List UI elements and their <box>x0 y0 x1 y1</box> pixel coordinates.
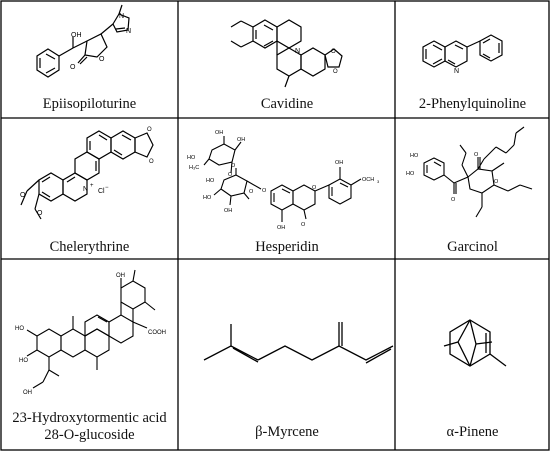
atom-label: OCH <box>362 177 374 183</box>
cell-garcinol: HO HO O O O Garcinol <box>396 119 549 259</box>
structure-beta-myrcene <box>203 322 394 364</box>
atom-label: HO <box>406 171 415 177</box>
atom-label: OH <box>237 137 245 143</box>
atom-label: HO <box>19 358 28 364</box>
compound-name: Garcinol <box>447 239 498 255</box>
atom-label: O <box>451 197 456 203</box>
atom-label: OH <box>335 160 343 166</box>
atom-label: O <box>262 188 267 194</box>
atom-label: OH <box>71 32 82 39</box>
structure-alpha-pinene <box>443 319 507 367</box>
compound-name-line1: 23-Hydroxytormentic acid <box>12 410 167 426</box>
cell-chelerythrine: O O O O N + Cl − Chelerythrine <box>1 119 178 259</box>
atom-label: N <box>295 48 300 55</box>
atom-label: O <box>333 69 338 75</box>
atom-label: OH <box>224 208 232 214</box>
atom-label: O <box>70 64 76 71</box>
compound-name: Cavidine <box>260 96 314 112</box>
atom-label: O <box>494 179 499 185</box>
atom-label: O <box>37 210 43 217</box>
structure-23-hydroxytormentic-acid: OH COOH HO HO OH <box>15 269 166 396</box>
atom-label: O <box>228 172 233 178</box>
atom-label: COOH <box>148 330 166 336</box>
compound-name: α-Pinene <box>446 424 499 440</box>
atom-label: O <box>99 56 105 63</box>
cell-hesperidin: OH OH HO H₃C O O HO HO OH O O O O OH OH … <box>179 119 395 259</box>
atom-label: Cl <box>98 188 105 195</box>
atom-label: O <box>301 222 306 228</box>
atom-label: O <box>249 189 254 195</box>
structure-hesperidin: OH OH HO H₃C O O HO HO OH O O O O OH OH … <box>187 130 380 231</box>
atom-label: N <box>126 28 131 35</box>
atom-label: N <box>119 13 124 20</box>
atom-label: OH <box>277 225 285 231</box>
atom-label: H₃C <box>189 165 199 171</box>
atom-label: OH <box>23 390 32 396</box>
cell-alpha-pinene: α-Pinene <box>396 260 549 450</box>
cell-2-phenylquinoline: N 2-Phenylquinoline <box>396 1 549 118</box>
charge-label: + <box>90 183 94 189</box>
compound-name: Chelerythrine <box>49 239 130 255</box>
cell-23-hydroxytormentic-acid: OH COOH HO HO OH 23-Hydroxytormentic aci… <box>1 260 178 450</box>
charge-label: − <box>105 185 109 191</box>
atom-label: O <box>331 49 336 55</box>
atom-label: OH <box>116 273 125 279</box>
structure-2-phenylquinoline: N <box>422 34 503 75</box>
atom-label: O <box>231 163 236 169</box>
cell-cavidine: N O O Cavidine <box>179 1 395 118</box>
compound-name: Epiisopiloturine <box>42 96 137 112</box>
atom-label: HO <box>410 153 419 159</box>
structure-chelerythrine: O O O O N + Cl − <box>20 127 154 220</box>
structure-garcinol: HO HO O O O <box>406 126 533 218</box>
compound-name-line2: 28-O-glucoside <box>44 427 135 443</box>
atom-label: O <box>147 127 152 133</box>
subscript-label: 3 <box>377 179 380 184</box>
atom-label: N <box>83 186 88 193</box>
structure-cavidine: N O O <box>230 19 343 88</box>
atom-label: HO <box>206 178 215 184</box>
atom-label: HO <box>203 195 212 201</box>
compound-name: β-Myrcene <box>255 424 319 440</box>
structure-epiisopiloturine: OH O O N N <box>36 4 131 78</box>
compound-name: 23-Hydroxytormentic acid 28-O-glucoside <box>1 410 178 444</box>
compound-name: Hesperidin <box>255 239 319 255</box>
atom-label: O <box>149 159 154 165</box>
atom-label: O <box>20 192 26 199</box>
atom-label: N <box>454 68 459 75</box>
atom-label: O <box>474 152 479 158</box>
compound-name: 2-Phenylquinoline <box>418 96 527 112</box>
cell-beta-myrcene: β-Myrcene <box>179 260 395 450</box>
atom-label: HO <box>187 155 196 161</box>
atom-label: HO <box>15 326 24 332</box>
atom-label: O <box>312 185 317 191</box>
cell-epiisopiloturine: OH O O N N Epiisopiloturine <box>1 1 178 118</box>
atom-label: OH <box>215 130 223 136</box>
